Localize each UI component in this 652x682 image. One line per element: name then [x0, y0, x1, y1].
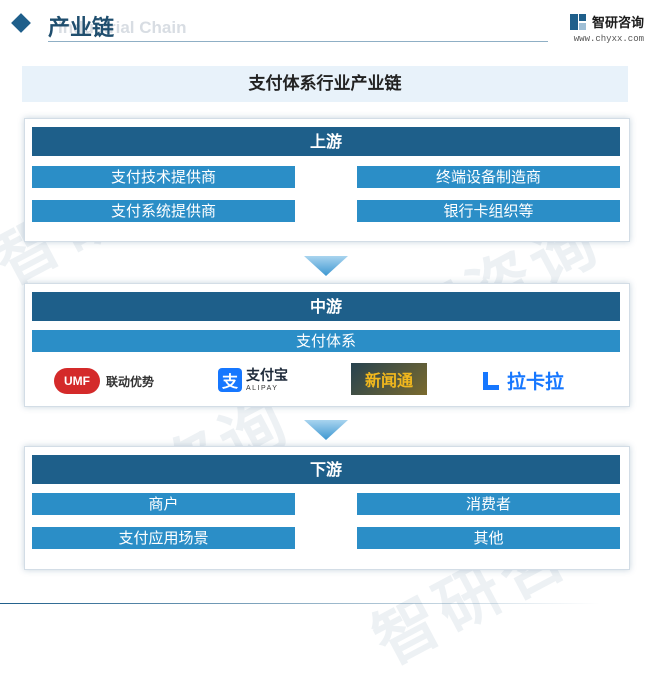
downstream-item: 其他: [357, 527, 620, 549]
header-title: 产业链: [48, 16, 115, 41]
umf-logo: UMF 联动优势: [54, 368, 154, 394]
down-arrow-icon: [304, 256, 348, 276]
midstream-heading: 中游: [32, 292, 620, 321]
header-divider: [48, 41, 548, 42]
downstream-heading: 下游: [32, 455, 620, 484]
umf-name: 联动优势: [106, 374, 155, 389]
brand: 智研咨询 www.chyxx.com: [569, 12, 644, 44]
footer-divider: [0, 603, 600, 604]
alipay-sub: ALIPAY: [246, 384, 279, 392]
upstream-item: 银行卡组织等: [357, 200, 620, 222]
alipay-name: 支付宝: [246, 367, 288, 384]
upstream-heading: 上游: [32, 127, 620, 156]
downstream-item: 支付应用场景: [32, 527, 295, 549]
brand-url: www.chyxx.com: [573, 34, 644, 44]
brand-logo-icon: [569, 13, 587, 31]
upstream-item: 支付系统提供商: [32, 200, 295, 222]
xinwentong-name: 新闻通: [351, 363, 427, 395]
downstream-panel: 下游 商户 消费者 支付应用场景 其他: [24, 446, 630, 570]
upstream-item: 支付技术提供商: [32, 166, 295, 188]
lakala-icon: [481, 370, 501, 392]
down-arrow-icon: [304, 420, 348, 440]
header-subtitle: Industrial Chain: [58, 18, 187, 37]
downstream-item: 商户: [32, 493, 295, 515]
midstream-system: 支付体系: [32, 330, 620, 352]
brand-name: 智研咨询: [591, 16, 644, 31]
alipay-logo: 支 支付宝 ALIPAY: [218, 368, 288, 392]
alipay-icon: 支: [218, 368, 242, 392]
diagram-title: 支付体系行业产业链: [22, 66, 628, 102]
diamond-icon: [11, 13, 31, 33]
page-header: Industrial Chain 产业链 智研咨询 www.chyxx.com: [0, 0, 652, 52]
lakala-logo: 拉卡拉: [481, 367, 564, 394]
lakala-name: 拉卡拉: [507, 371, 565, 393]
midstream-panel: 中游 支付体系 UMF 联动优势 支 支付宝 ALIPAY 新闻通 拉卡拉: [24, 283, 630, 407]
downstream-item: 消费者: [357, 493, 620, 515]
upstream-item: 终端设备制造商: [357, 166, 620, 188]
umf-icon: UMF: [54, 368, 100, 394]
upstream-panel: 上游 支付技术提供商 终端设备制造商 支付系统提供商 银行卡组织等: [24, 118, 630, 242]
xinwentong-logo: 新闻通: [351, 363, 427, 395]
